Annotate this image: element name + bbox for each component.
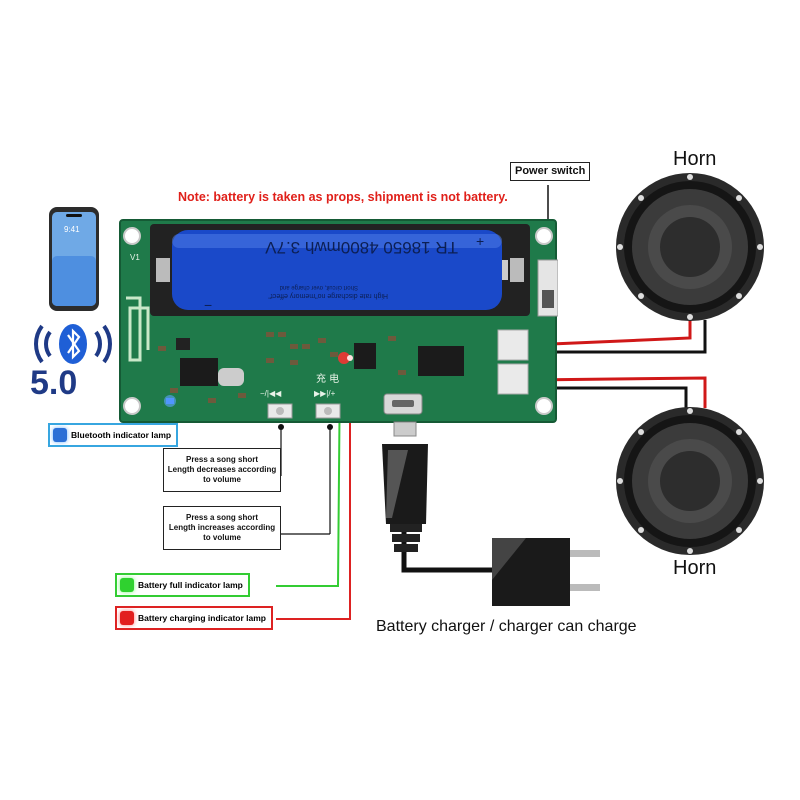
silk-v1: V1 bbox=[130, 253, 140, 262]
battery-label: TR 18650 4800mwh 3.7V bbox=[265, 238, 458, 257]
charger bbox=[382, 421, 600, 606]
battery-small-text-2: Short circuit, over charge and bbox=[280, 284, 358, 290]
battery-full-lamp-callout: Battery full indicator lamp bbox=[115, 573, 250, 597]
battery: TR 18650 4800mwh 3.7V High rate discharg… bbox=[150, 224, 530, 316]
bluetooth-lamp-callout: Bluetooth indicator lamp bbox=[48, 423, 179, 447]
power-switch-label: Power switch bbox=[510, 162, 591, 181]
battery-charging-label: Battery charging indicator lamp bbox=[138, 613, 266, 623]
phone: 9:41 bbox=[49, 207, 99, 311]
wire-top-red bbox=[527, 320, 692, 347]
wire-bottom-red bbox=[527, 376, 707, 408]
battery-minus: − bbox=[204, 297, 212, 313]
battery-charging-lamp-callout: Battery charging indicator lamp bbox=[115, 606, 273, 630]
blue-led-icon bbox=[53, 428, 67, 442]
silk-next: ▶▶|/+ bbox=[314, 389, 336, 398]
horn-top-label: Horn bbox=[673, 148, 717, 170]
song-increase-label: Press a song short Length increases acco… bbox=[163, 506, 281, 550]
battery-small-text: High rate discharge no"memory effect" bbox=[268, 292, 388, 299]
silk-prev: −/|◀◀ bbox=[260, 389, 282, 398]
battery-plus: + bbox=[476, 233, 484, 249]
green-led-icon bbox=[120, 578, 134, 592]
bluetooth-lamp-label: Bluetooth indicator lamp bbox=[71, 430, 172, 440]
bluetooth-version: 5.0 bbox=[30, 364, 78, 402]
speaker-top bbox=[616, 173, 764, 321]
bluetooth-icon bbox=[34, 324, 112, 364]
wire-bottom-black bbox=[528, 386, 688, 408]
wire-top-black bbox=[528, 320, 707, 354]
horn-bottom-label: Horn bbox=[673, 557, 717, 579]
silk-charge: 充 电 bbox=[316, 372, 339, 385]
speaker-bottom bbox=[616, 407, 764, 555]
battery-full-label: Battery full indicator lamp bbox=[138, 580, 243, 590]
song-decrease-label: Press a song short Length decreases acco… bbox=[163, 448, 281, 492]
charger-label: Battery charger / charger can charge bbox=[376, 618, 637, 635]
note-text: Note: battery is taken as props, shipmen… bbox=[178, 190, 508, 204]
red-led-icon bbox=[120, 611, 134, 625]
phone-time: 9:41 bbox=[64, 225, 80, 234]
